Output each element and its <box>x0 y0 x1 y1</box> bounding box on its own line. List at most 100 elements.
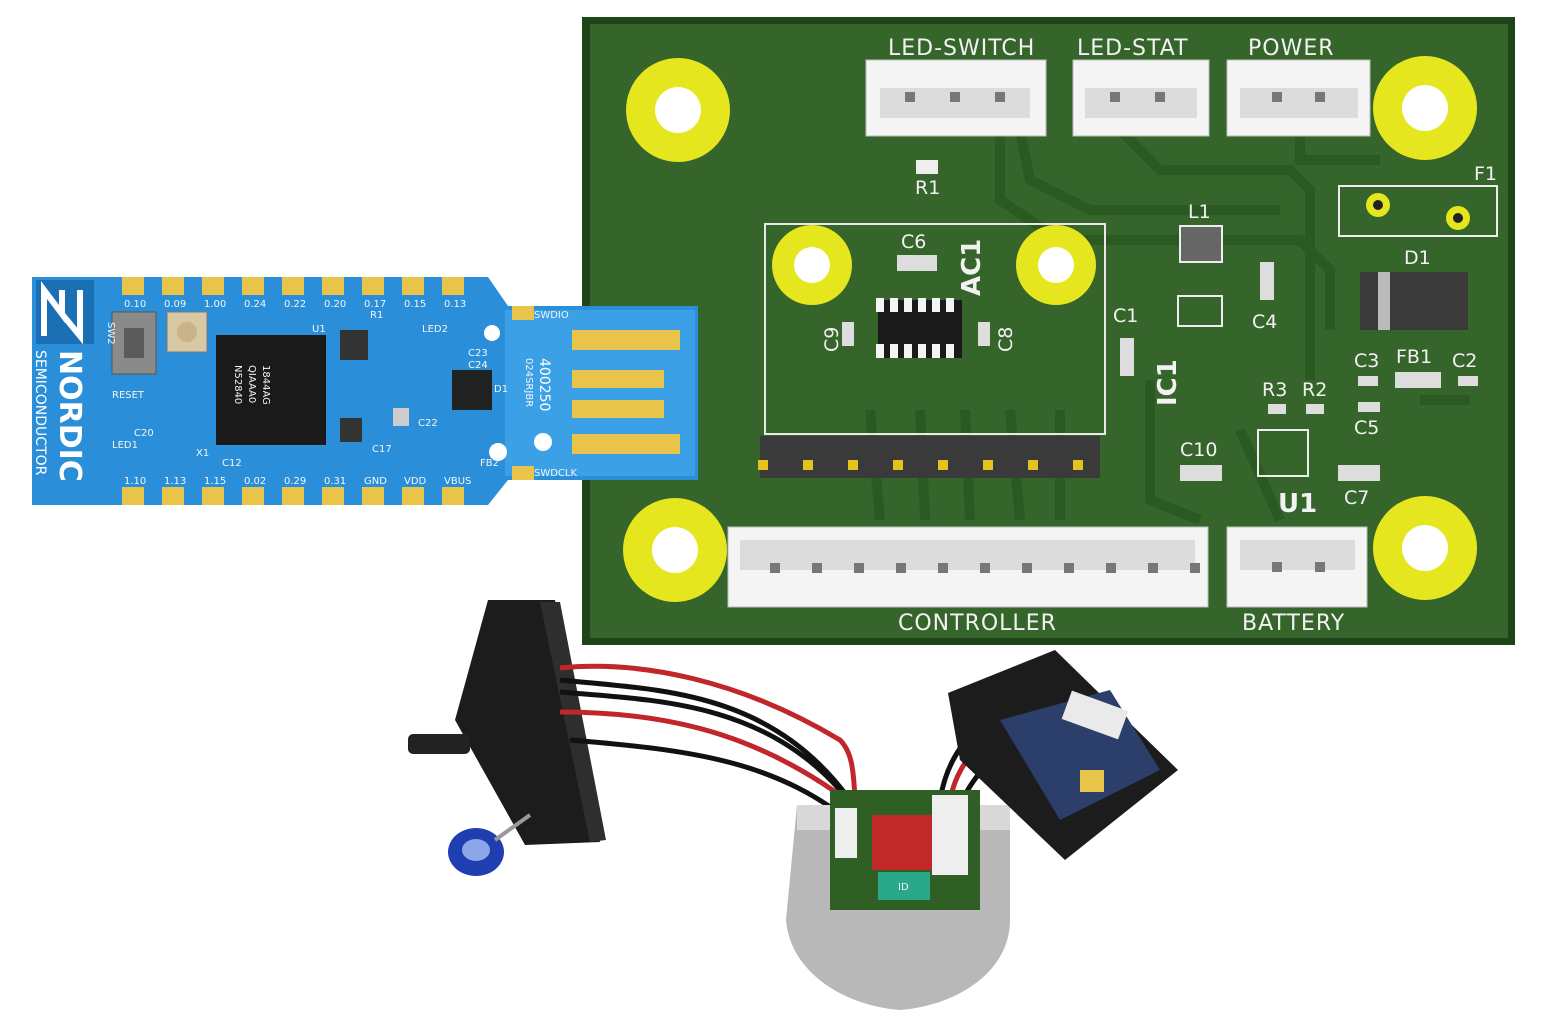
ref-r3: R3 <box>1262 379 1287 401</box>
c4-part <box>1260 262 1274 300</box>
ref-c5: C5 <box>1354 417 1379 439</box>
svg-text:QIAAA0: QIAAA0 <box>246 365 257 403</box>
dongle-top-pin-label: 1.00 <box>204 299 226 310</box>
id-tag-label: ID <box>898 882 909 893</box>
c1-part <box>1120 338 1134 376</box>
led-stat-connector <box>1072 59 1210 137</box>
header-pin <box>803 460 813 470</box>
sensor-module <box>872 815 934 870</box>
svg-text:N52840: N52840 <box>232 365 243 404</box>
dongle-bottom-pin-label: VBUS <box>444 476 471 487</box>
dongle-bottom-pin-label: 0.29 <box>284 476 306 487</box>
controller-pin <box>896 563 906 573</box>
header-pin <box>938 460 948 470</box>
ref-c7: C7 <box>1344 487 1369 509</box>
code1-label: 400250 <box>536 358 552 411</box>
dongle-top-pin-label: 0.10 <box>124 299 146 310</box>
ref-c4: C4 <box>1252 311 1277 333</box>
ref-l1: L1 <box>1188 201 1211 223</box>
r1-part <box>916 160 938 174</box>
controller-pins <box>770 563 1200 573</box>
chip-markings: N52840 QIAAA0 1844AG <box>232 365 271 405</box>
dongle-silk-label: LED2 <box>422 324 448 335</box>
svg-text:1844AG: 1844AG <box>260 365 271 405</box>
label-led-switch: LED-SWITCH <box>888 36 1035 61</box>
ref-c3: C3 <box>1354 350 1379 372</box>
ref-f1: F1 <box>1474 163 1497 185</box>
header-pin <box>1073 460 1083 470</box>
controller-pin <box>1106 563 1116 573</box>
physical-device: ID <box>408 600 1178 1010</box>
label-led-stat: LED-STAT <box>1077 36 1189 61</box>
header-pins <box>758 460 1083 470</box>
dongle-bottom-pin-label: 1.10 <box>124 476 146 487</box>
dongle-silk-label: X1 <box>196 448 209 459</box>
c6-part <box>897 255 937 271</box>
ref-c1: C1 <box>1113 305 1138 327</box>
cable-plug <box>408 734 470 754</box>
dongle-top-pin-label: 0.15 <box>404 299 426 310</box>
controller-pin <box>1148 563 1158 573</box>
controller-pin <box>1022 563 1032 573</box>
ref-c8: C8 <box>995 327 1017 352</box>
dongle-bottom-pin-label: 0.31 <box>324 476 346 487</box>
dongle-top-pin-label: 0.22 <box>284 299 306 310</box>
swdclk-label: SWDCLK <box>534 468 577 479</box>
dongle-bottom-pin-label: 1.15 <box>204 476 226 487</box>
header-pin <box>848 460 858 470</box>
ref-ac1: AC1 <box>957 239 987 296</box>
dongle-silk-label: C23 <box>468 348 488 359</box>
dongle-silk-label: C17 <box>372 444 392 455</box>
code2-label: 024SRJBR <box>523 358 534 407</box>
white-connector <box>932 795 968 875</box>
reset-label: RESET <box>112 390 145 401</box>
ic1-part <box>1177 295 1223 327</box>
dongle-top-pin-label: 0.09 <box>164 299 186 310</box>
castellated-pads <box>122 277 534 505</box>
pin-header <box>760 436 1100 478</box>
ref-fb1: FB1 <box>1396 346 1432 368</box>
nordic-brand: NORDIC <box>52 350 87 482</box>
sw2-label: SW2 <box>105 322 116 345</box>
nordic-sub: SEMICONDUCTOR <box>32 350 48 476</box>
dongle-bottom-pin-label: GND <box>364 476 387 487</box>
ref-r1: R1 <box>915 177 940 199</box>
dongle-bottom-pin-label: VDD <box>404 476 427 487</box>
controller-pin <box>1064 563 1074 573</box>
ref-c6: C6 <box>901 231 926 253</box>
controller-pin <box>812 563 822 573</box>
ref-d1: D1 <box>1404 247 1431 269</box>
c7-part <box>1338 465 1380 481</box>
nrf-chip <box>216 335 326 445</box>
ac1-chip <box>876 298 962 358</box>
controller-pin <box>1190 563 1200 573</box>
header-pin <box>758 460 768 470</box>
dongle-silk-label: C24 <box>468 360 488 371</box>
header-pin <box>893 460 903 470</box>
fb1-part <box>1395 372 1441 388</box>
dongle-bottom-pin-label: 1.13 <box>164 476 186 487</box>
dongle-top-pin-label: 0.17 <box>364 299 386 310</box>
power-connector <box>1226 59 1371 137</box>
d1-part <box>1360 272 1468 330</box>
swdio-label: SWDIO <box>534 310 569 321</box>
label-power: POWER <box>1248 36 1335 61</box>
green-pcb: LED-SWITCH LED-STAT POWER CONTROLLER BAT… <box>582 17 1515 645</box>
controller-pin <box>854 563 864 573</box>
l1-part <box>1179 225 1223 263</box>
dongle-silk-label: C22 <box>418 418 438 429</box>
controller-pin <box>938 563 948 573</box>
controller-pin <box>980 563 990 573</box>
label-battery: BATTERY <box>1242 611 1345 636</box>
label-controller: CONTROLLER <box>898 611 1057 636</box>
module-outline <box>764 223 1106 435</box>
usb-fingers <box>572 330 680 454</box>
ref-ic1: IC1 <box>1153 359 1183 406</box>
ref-c10: C10 <box>1180 439 1217 461</box>
id-tag <box>878 872 930 900</box>
